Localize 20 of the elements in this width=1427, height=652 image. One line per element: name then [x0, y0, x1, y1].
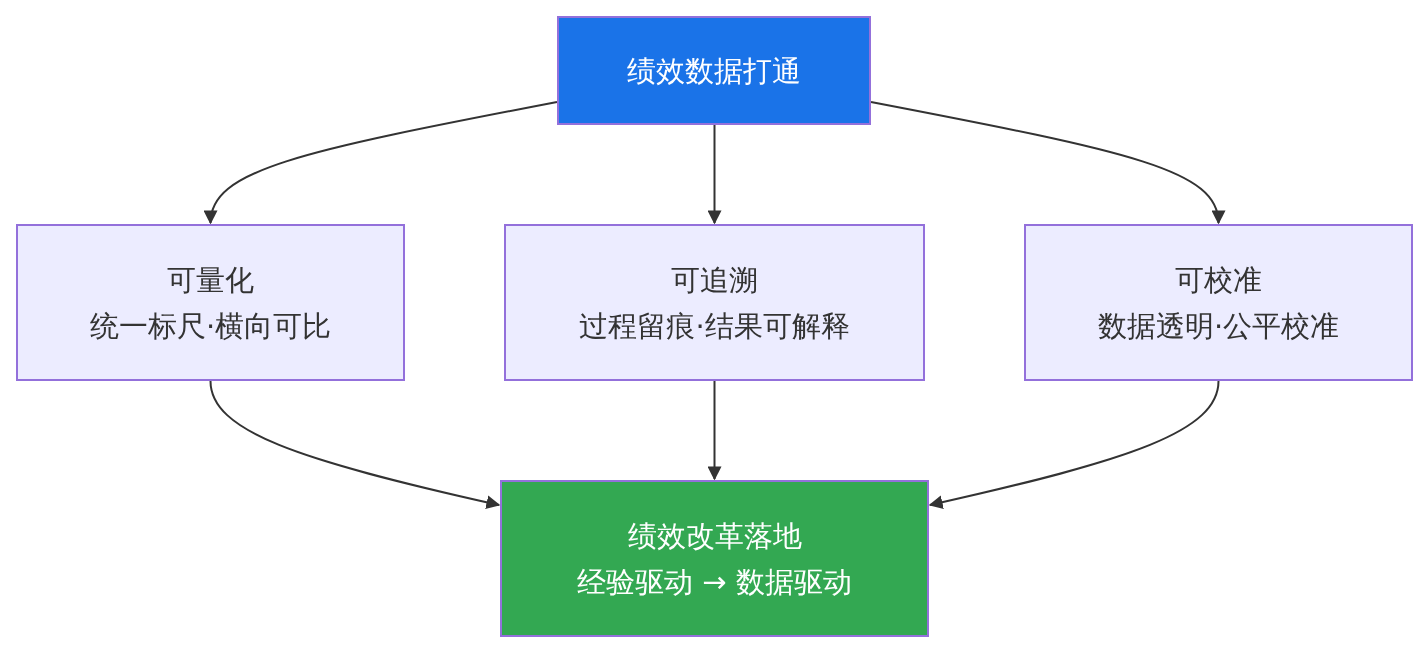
node-text: 经验驱动 → 数据驱动: [577, 563, 852, 601]
process-box: [16, 224, 405, 381]
arrow: [928, 380, 1220, 510]
arrow: [205, 101, 558, 225]
node-heading: 可量化: [167, 261, 254, 299]
arrow: [707, 380, 722, 481]
arrow: [707, 124, 722, 225]
node-heading: 绩效数据打通: [627, 52, 801, 90]
arrow: [209, 380, 501, 510]
node-heading: 绩效改革落地: [627, 517, 802, 555]
node-text: 统一标尺·横向可比: [89, 307, 332, 345]
node-text: 数据透明·公平校准: [1097, 307, 1340, 345]
node-heading: 可追溯: [671, 261, 758, 299]
process-box: [1024, 224, 1413, 381]
arrow: [870, 101, 1224, 225]
process-box: [500, 480, 929, 637]
node-heading: 可校准: [1175, 261, 1262, 299]
process-box: [557, 16, 871, 125]
node-text: 过程留痕·结果可解释: [579, 307, 850, 345]
process-box: [504, 224, 925, 381]
